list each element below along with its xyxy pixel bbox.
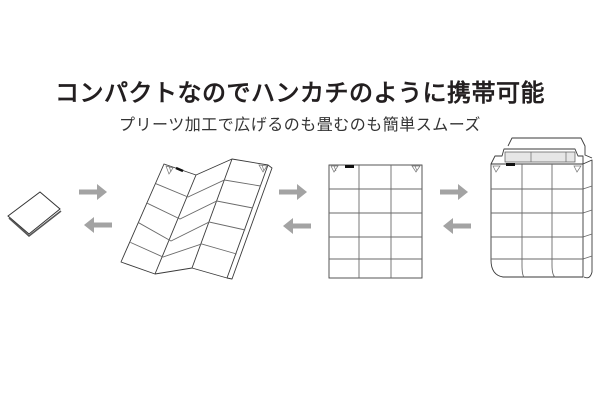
bag-icon	[490, 137, 593, 279]
arrow-right-icon	[279, 184, 307, 200]
page-title: コンパクトなのでハンカチのように携帯可能	[55, 79, 545, 107]
pleated-sheet-icon	[120, 158, 273, 280]
arrow-left-icon	[283, 218, 311, 234]
flat-sheet-icon	[328, 164, 423, 279]
arrow-left-icon	[84, 217, 112, 233]
arrow-right-icon	[79, 184, 107, 200]
folded-pouch-icon	[7, 191, 62, 238]
arrow-right-icon	[440, 184, 468, 200]
page-subtitle: プリーツ加工で広げるのも畳むのも簡単スムーズ	[119, 115, 481, 134]
arrow-left-icon	[443, 218, 471, 234]
